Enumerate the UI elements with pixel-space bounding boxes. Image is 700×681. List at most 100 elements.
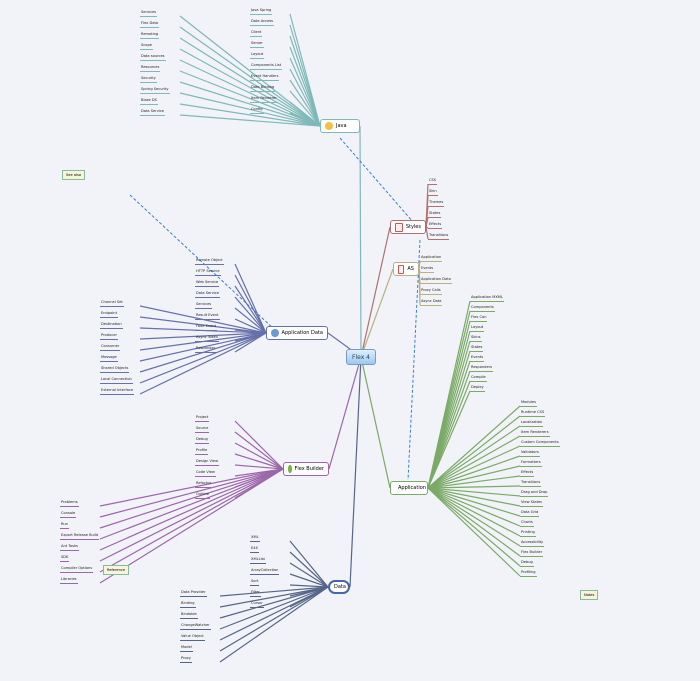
leaf-topic[interactable]: Project bbox=[195, 415, 210, 422]
leaf-topic[interactable]: Skins bbox=[470, 335, 482, 342]
leaf-topic[interactable]: Compiler Options bbox=[60, 566, 94, 573]
leaf-topic[interactable]: CSS bbox=[428, 178, 438, 185]
leaf-topic[interactable]: Web Service bbox=[195, 280, 220, 287]
leaf-topic[interactable]: Services bbox=[195, 302, 213, 309]
leaf-topic[interactable]: Blaze DS bbox=[140, 98, 158, 105]
leaf-topic[interactable]: Flex Con bbox=[470, 315, 488, 322]
branch-java[interactable]: Java bbox=[320, 119, 360, 133]
leaf-topic[interactable]: Binding bbox=[180, 601, 196, 608]
leaf-topic[interactable]: Spring Security bbox=[140, 87, 170, 94]
leaf-topic[interactable]: Data Service bbox=[195, 291, 221, 298]
leaf-topic[interactable]: Sort bbox=[250, 579, 260, 586]
leaf-topic[interactable]: Design View bbox=[195, 459, 220, 466]
leaf-topic[interactable]: Compile bbox=[470, 375, 487, 382]
leaf-topic[interactable]: XML bbox=[250, 535, 260, 542]
leaf-topic[interactable]: Value Object bbox=[180, 634, 205, 641]
leaf-topic[interactable]: Libraries bbox=[60, 577, 78, 584]
leaf-topic[interactable]: Endpoint bbox=[100, 311, 118, 318]
leaf-topic[interactable]: States bbox=[428, 211, 442, 218]
leaf-topic[interactable]: Transitions bbox=[520, 480, 542, 487]
leaf-topic[interactable]: Flex Data bbox=[140, 21, 160, 28]
leaf-topic[interactable]: Cursor bbox=[250, 601, 264, 608]
branch-styles[interactable]: Styles bbox=[390, 220, 426, 234]
central-topic[interactable]: Flex 4 bbox=[346, 349, 376, 365]
leaf-topic[interactable]: Data Binding bbox=[250, 85, 276, 92]
leaf-topic[interactable]: Server bbox=[250, 41, 264, 48]
leaf-topic[interactable]: Data Provider bbox=[180, 590, 207, 597]
leaf-topic[interactable]: Responder bbox=[195, 346, 217, 353]
leaf-topic[interactable]: Deploy bbox=[470, 385, 485, 392]
leaf-topic[interactable]: Client bbox=[250, 30, 263, 37]
leaf-topic[interactable]: ArrayCollection bbox=[250, 568, 280, 575]
leaf-topic[interactable]: Custom Components bbox=[520, 440, 560, 447]
leaf-topic[interactable]: Events bbox=[470, 355, 485, 362]
leaf-topic[interactable]: Async Data bbox=[420, 299, 443, 306]
leaf-topic[interactable]: Components List bbox=[250, 63, 283, 70]
leaf-topic[interactable]: Effects bbox=[520, 470, 535, 477]
leaf-topic[interactable]: Channel Set bbox=[100, 300, 124, 307]
leaf-topic[interactable]: Runtime CSS bbox=[520, 410, 546, 417]
leaf-topic[interactable]: Event Handlers bbox=[250, 74, 280, 81]
leaf-topic[interactable]: Result Event bbox=[195, 313, 220, 320]
branch-builder[interactable]: Flex Builder bbox=[283, 462, 329, 476]
leaf-topic[interactable]: Events bbox=[420, 266, 435, 273]
leaf-topic[interactable]: Printing bbox=[520, 530, 536, 537]
leaf-topic[interactable]: Application Data bbox=[420, 277, 452, 284]
leaf-topic[interactable]: Effects bbox=[428, 222, 443, 229]
leaf-topic[interactable]: Config bbox=[250, 107, 264, 114]
leaf-topic[interactable]: Export Release Build bbox=[60, 533, 100, 540]
leaf-topic[interactable]: Remote Object bbox=[195, 258, 224, 265]
leaf-topic[interactable]: Filter bbox=[250, 590, 261, 597]
leaf-topic[interactable]: Model bbox=[180, 645, 193, 652]
leaf-topic[interactable]: Layout bbox=[470, 325, 485, 332]
leaf-topic[interactable]: Formatters bbox=[520, 460, 542, 467]
leaf-topic[interactable]: External Interface bbox=[100, 388, 135, 395]
leaf-topic[interactable]: Security bbox=[140, 76, 157, 83]
leaf-topic[interactable]: Local Connection bbox=[100, 377, 133, 384]
leaf-topic[interactable]: Profile bbox=[195, 448, 209, 455]
leaf-topic[interactable]: Components bbox=[470, 305, 495, 312]
leaf-topic[interactable]: Layout bbox=[250, 52, 265, 59]
leaf-topic[interactable]: E4X bbox=[250, 546, 260, 553]
branch-data[interactable]: Data bbox=[328, 580, 350, 594]
leaf-topic[interactable]: Accessibility bbox=[520, 540, 545, 547]
leaf-topic[interactable]: Charts bbox=[520, 520, 534, 527]
leaf-topic[interactable]: Resources bbox=[140, 65, 161, 72]
leaf-topic[interactable]: Application MXML bbox=[470, 295, 504, 302]
leaf-topic[interactable]: Themes bbox=[428, 200, 445, 207]
leaf-topic[interactable]: Message bbox=[100, 355, 118, 362]
leaf-topic[interactable]: Refactor bbox=[195, 481, 213, 488]
branch-app[interactable]: Application bbox=[390, 481, 428, 495]
leaf-topic[interactable]: Java Spring bbox=[250, 8, 273, 15]
leaf-topic[interactable]: Skin bbox=[428, 189, 438, 196]
leaf-topic[interactable]: Responders bbox=[470, 365, 494, 372]
branch-appdata[interactable]: Application Data bbox=[266, 326, 328, 340]
leaf-topic[interactable]: Outline bbox=[195, 492, 211, 499]
leaf-topic[interactable]: View States bbox=[520, 500, 544, 507]
leaf-topic[interactable]: Scope bbox=[140, 43, 153, 50]
leaf-topic[interactable]: Remoting bbox=[140, 32, 160, 39]
leaf-topic[interactable]: Services bbox=[140, 10, 158, 17]
leaf-topic[interactable]: Problems bbox=[60, 500, 79, 507]
leaf-topic[interactable]: Data sources bbox=[140, 54, 166, 61]
leaf-topic[interactable]: Modules bbox=[520, 400, 537, 407]
leaf-topic[interactable]: SDK bbox=[60, 555, 70, 562]
leaf-topic[interactable]: Drag and Drop bbox=[520, 490, 549, 497]
leaf-topic[interactable]: Debug bbox=[195, 437, 209, 444]
leaf-topic[interactable]: Data Grid bbox=[520, 510, 540, 517]
leaf-topic[interactable]: Fault Event bbox=[195, 324, 218, 331]
leaf-topic[interactable]: Producer bbox=[100, 333, 118, 340]
leaf-topic[interactable]: Application bbox=[420, 255, 443, 262]
leaf-topic[interactable]: Flex Builder bbox=[520, 550, 544, 557]
leaf-topic[interactable]: XMLList bbox=[250, 557, 266, 564]
leaf-topic[interactable]: Item Renderers bbox=[520, 430, 550, 437]
leaf-topic[interactable]: Shared Objects bbox=[100, 366, 130, 373]
branch-as[interactable]: AS bbox=[393, 262, 419, 276]
leaf-topic[interactable]: Localization bbox=[520, 420, 544, 427]
leaf-topic[interactable]: Proxy Calls bbox=[420, 288, 442, 295]
leaf-topic[interactable]: Profiling bbox=[520, 570, 537, 577]
leaf-topic[interactable]: Transitions bbox=[428, 233, 450, 240]
leaf-topic[interactable]: Code View bbox=[195, 470, 216, 477]
leaf-topic[interactable]: Ant Tasks bbox=[60, 544, 79, 551]
leaf-topic[interactable]: Console bbox=[60, 511, 77, 518]
